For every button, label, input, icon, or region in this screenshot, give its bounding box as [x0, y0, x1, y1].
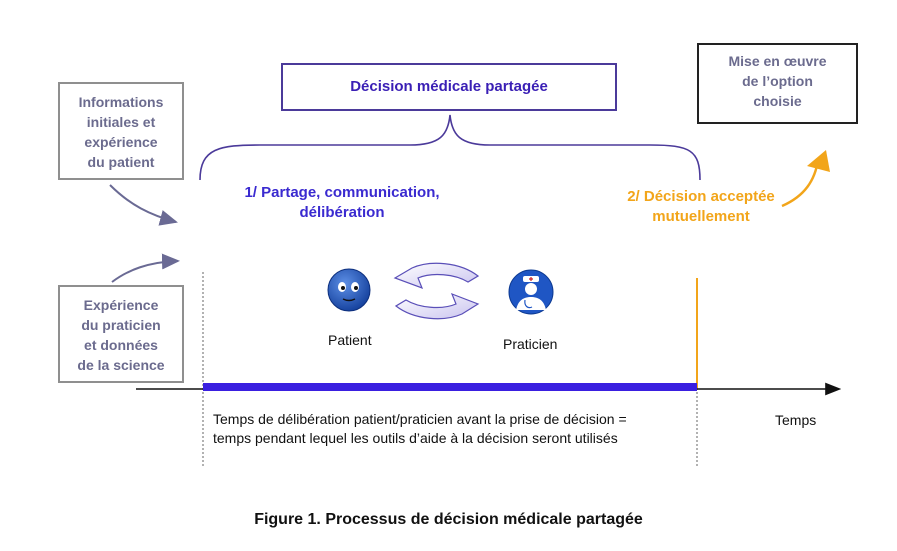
patient-info-box: Informations initiales et expérience du … [58, 82, 184, 180]
phase-1-line-2: délibération [299, 204, 385, 221]
phase-2-line-1: 2/ Décision acceptée [627, 188, 775, 205]
patient-info-line-3: expérience [84, 134, 158, 150]
implementation-line-1: Mise en œuvre [728, 53, 827, 69]
deliberation-bar [203, 383, 697, 391]
shared-decision-box: Décision médicale partagée [281, 63, 617, 111]
arrow-practitioner-info [111, 253, 180, 283]
praticien-label: Praticien [503, 336, 558, 352]
practitioner-info-line-1: Expérience [83, 297, 159, 313]
figure-caption: Figure 1. Processus de décision médicale… [254, 511, 643, 528]
phase-2-line-2: mutuellement [652, 208, 750, 225]
phase-brace [199, 114, 701, 181]
patient-info-line-4: du patient [87, 154, 155, 170]
phase-2-label: 2/ Décision acceptée mutuellement [606, 187, 796, 227]
patient-info-line-2: initiales et [86, 114, 156, 130]
patient-face-icon [327, 268, 371, 312]
implementation-line-2: de l’option [742, 73, 813, 89]
practitioner-info-line-3: et données [84, 337, 158, 353]
practitioner-info-box: Expérience du praticien et données de la… [58, 285, 184, 383]
phase-1-label: 1/ Partage, communication, délibération [222, 183, 462, 223]
phase-1-line-1: 1/ Partage, communication, [244, 184, 440, 201]
arrow-implementation-head [807, 150, 830, 172]
implementation-box: Mise en œuvre de l’option choisie [697, 43, 858, 124]
exchange-arrows-icon [393, 262, 480, 320]
arrow-patient-info [109, 184, 178, 226]
deliberation-description: Temps de délibération patient/praticien … [213, 410, 627, 448]
deliberation-line-1: Temps de délibération patient/praticien … [213, 411, 627, 427]
patient-label: Patient [328, 332, 372, 348]
practitioner-info-line-2: du praticien [81, 317, 161, 333]
patient-info-line-1: Informations [78, 94, 164, 110]
time-axis-label: Temps [775, 412, 817, 428]
deliberation-line-2: temps pendant lequel les outils d’aide à… [213, 430, 618, 446]
practitioner-info-line-4: de la science [77, 357, 165, 373]
shared-decision-title: Décision médicale partagée [350, 78, 548, 95]
implementation-line-3: choisie [753, 93, 802, 109]
doctor-icon [508, 269, 554, 315]
